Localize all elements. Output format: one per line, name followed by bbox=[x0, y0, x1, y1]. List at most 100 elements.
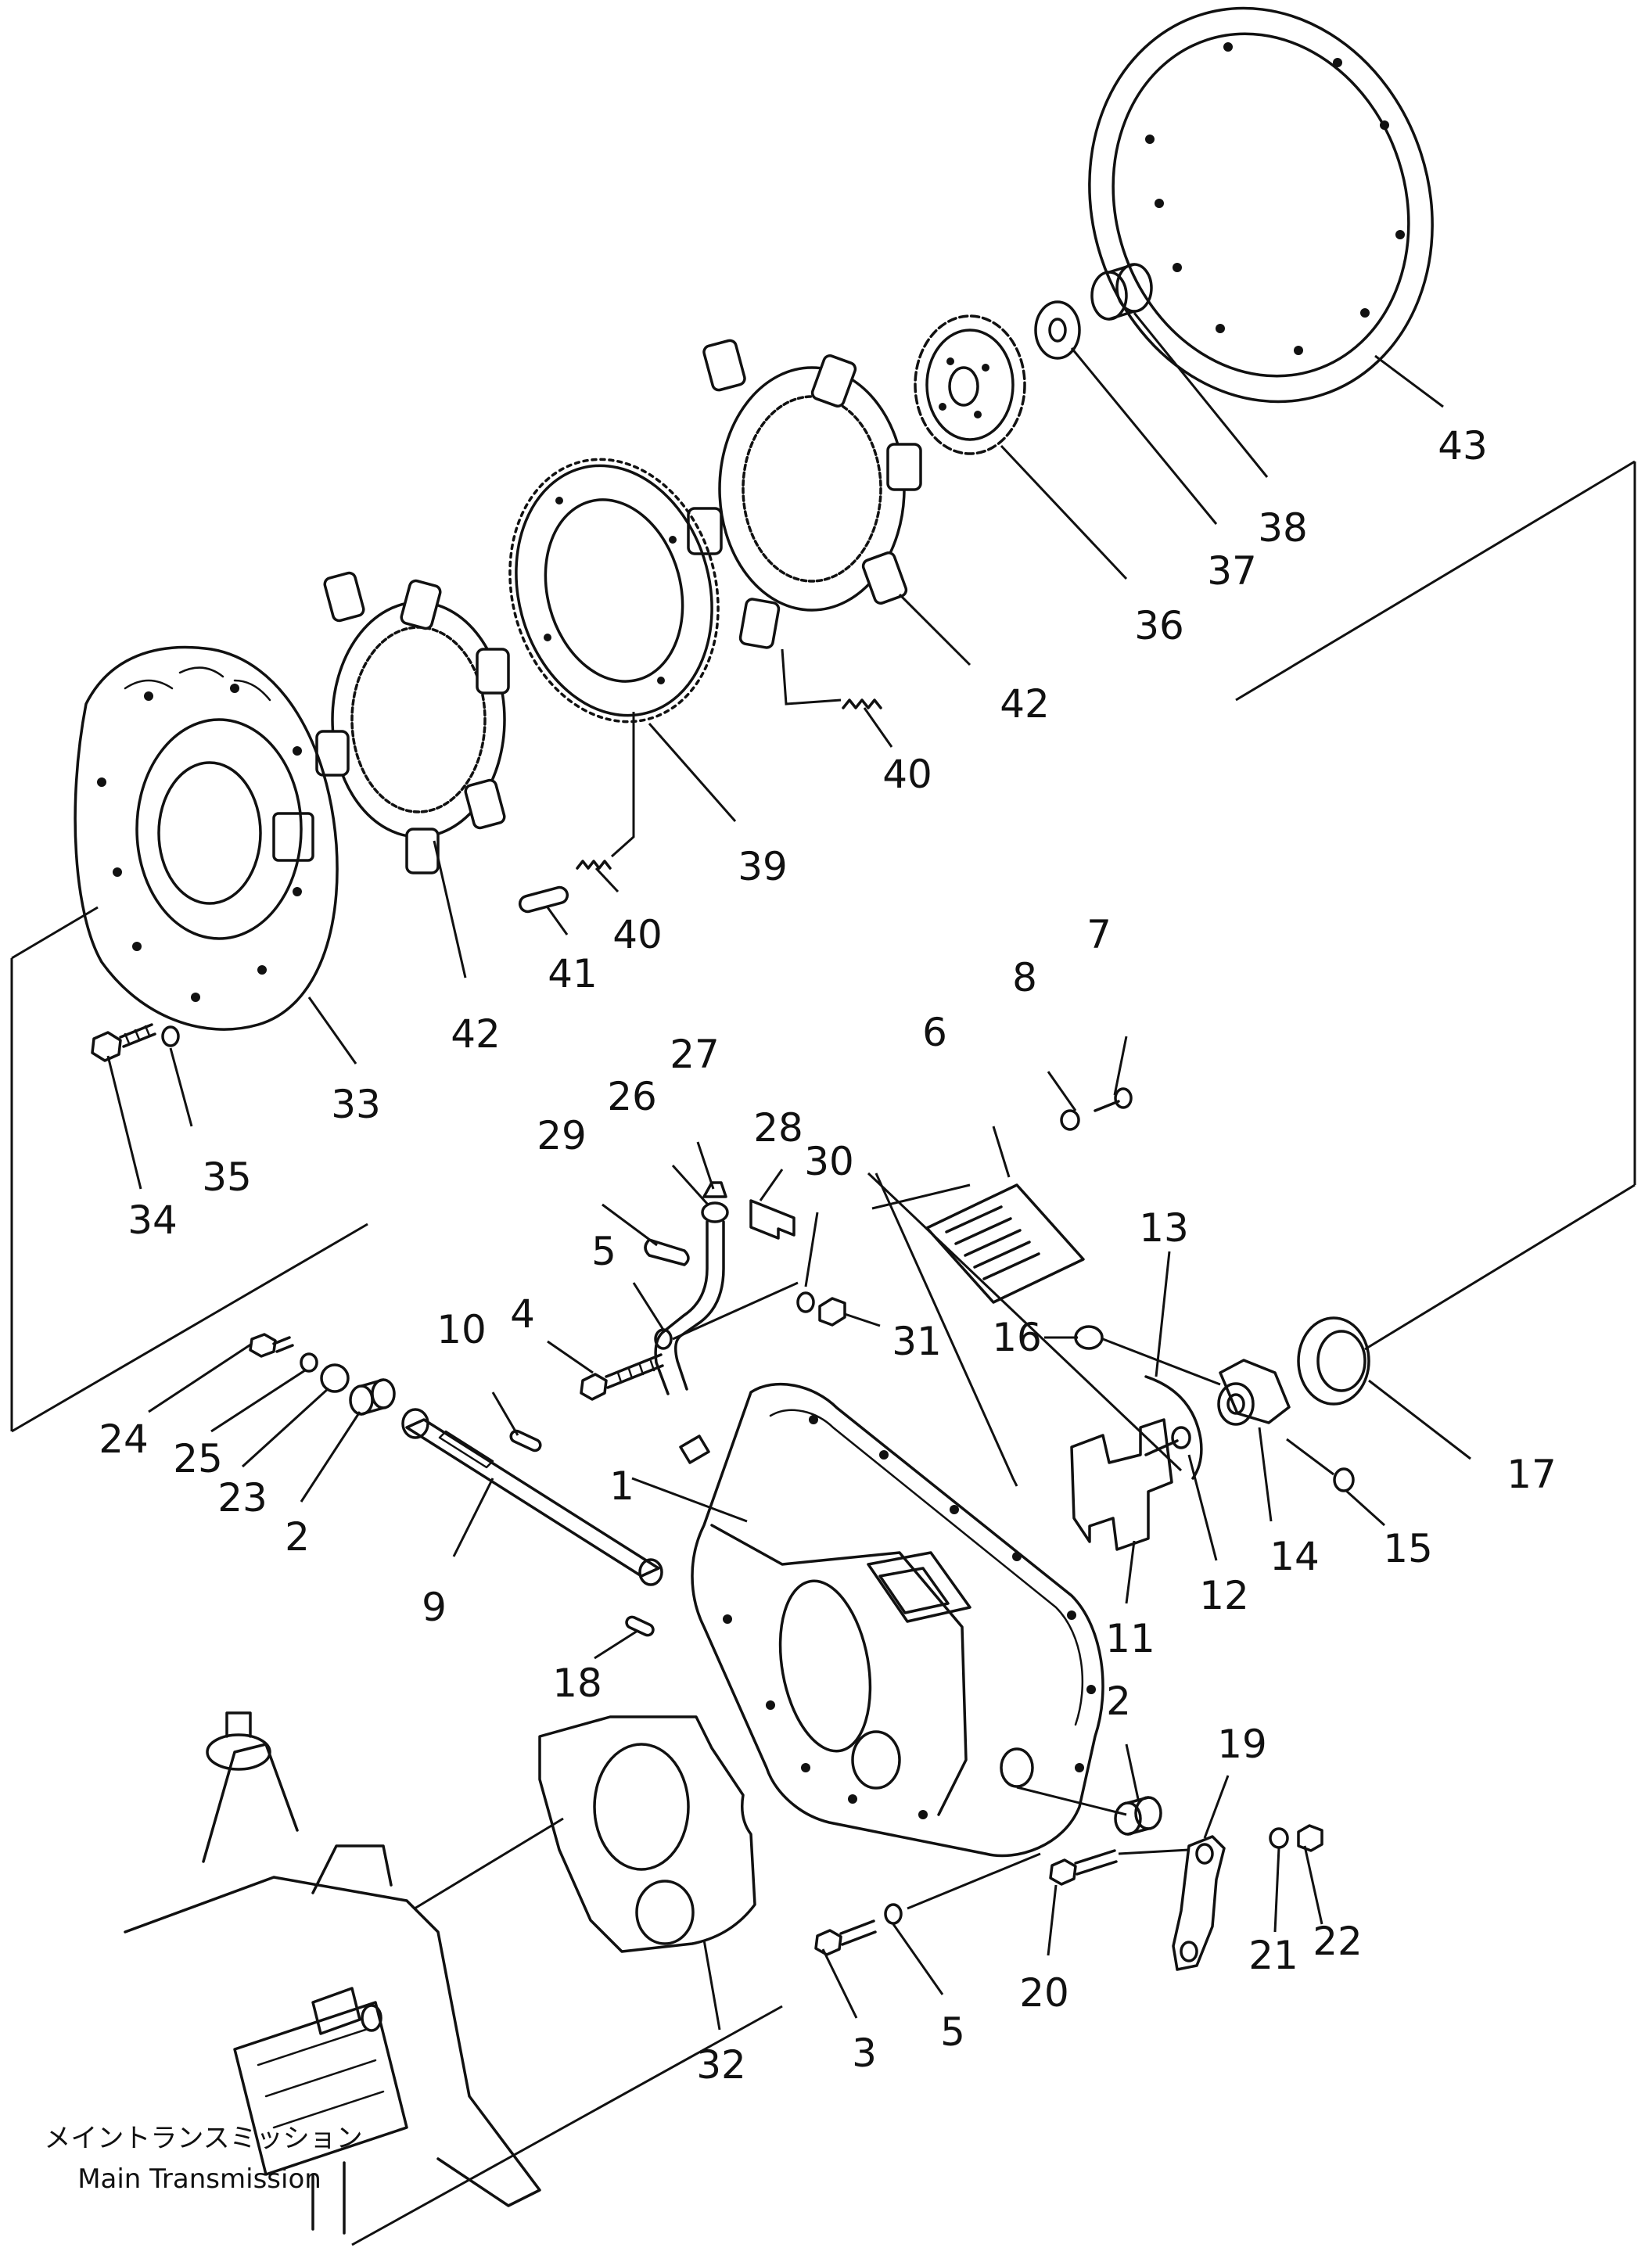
caption-english: Main Transmission bbox=[77, 2163, 321, 2195]
part-29-clip bbox=[644, 1238, 690, 1266]
part-40-spring-upper bbox=[842, 698, 882, 709]
part-11-release-fork bbox=[1070, 1418, 1173, 1551]
part-13-spring bbox=[1144, 1375, 1203, 1480]
label-14: 14 bbox=[1270, 1534, 1320, 1579]
label-22: 22 bbox=[1313, 1919, 1363, 1964]
part-41-pin bbox=[518, 885, 569, 914]
label-13: 13 bbox=[1139, 1205, 1189, 1251]
label-30: 30 bbox=[804, 1139, 854, 1184]
part-19-lever bbox=[1172, 1835, 1226, 1971]
part-5-washer-lower bbox=[884, 1903, 903, 1925]
part-39-toothed-plate bbox=[508, 458, 720, 724]
part-37-bearing bbox=[1034, 300, 1081, 360]
label-38: 38 bbox=[1258, 505, 1308, 551]
label-19: 19 bbox=[1217, 1722, 1267, 1767]
part-6-inspection-cover bbox=[925, 1183, 1085, 1304]
label-9: 9 bbox=[422, 1585, 447, 1630]
part-18-key bbox=[625, 1615, 655, 1637]
label-32: 32 bbox=[696, 2042, 746, 2088]
part-34-bolt bbox=[91, 1023, 156, 1062]
label-4: 4 bbox=[510, 1291, 535, 1337]
part-8-washer bbox=[1060, 1109, 1080, 1131]
part-35-washer bbox=[161, 1025, 180, 1047]
label-28: 28 bbox=[753, 1105, 803, 1151]
label-5-upper: 5 bbox=[591, 1229, 616, 1274]
label-2-upper: 2 bbox=[285, 1514, 310, 1560]
label-17: 17 bbox=[1507, 1452, 1557, 1497]
label-1: 1 bbox=[609, 1463, 634, 1509]
part-31-nut bbox=[818, 1297, 846, 1327]
part-21-washer bbox=[1269, 1827, 1289, 1849]
part-24-bolt bbox=[249, 1333, 294, 1358]
part-26-fitting bbox=[654, 1201, 729, 1464]
part-20-bolt bbox=[1049, 1849, 1118, 1886]
part-23-ring bbox=[320, 1363, 350, 1393]
main-transmission-caption: メイントランスミッション Main Transmission bbox=[44, 2123, 362, 2195]
label-27: 27 bbox=[670, 1032, 720, 1077]
label-40-lower: 40 bbox=[612, 912, 663, 957]
label-16: 16 bbox=[992, 1315, 1042, 1360]
caption-japanese: メイントランスミッション bbox=[44, 2123, 362, 2154]
label-31: 31 bbox=[892, 1319, 942, 1364]
label-24: 24 bbox=[99, 1417, 149, 1462]
label-41: 41 bbox=[548, 951, 598, 996]
part-36-gear bbox=[914, 314, 1026, 455]
part-12-bolt bbox=[1144, 1426, 1191, 1456]
part-42-friction-disc-lower bbox=[315, 571, 510, 874]
label-5-lower: 5 bbox=[940, 2009, 965, 2055]
part-30-washer bbox=[796, 1291, 815, 1313]
label-8: 8 bbox=[1012, 955, 1037, 1000]
label-35: 35 bbox=[202, 1154, 252, 1200]
label-21: 21 bbox=[1248, 1933, 1298, 1978]
part-16-clip bbox=[1074, 1325, 1104, 1350]
label-29: 29 bbox=[537, 1113, 587, 1158]
part-32-gasket bbox=[538, 1715, 756, 1953]
label-11: 11 bbox=[1105, 1616, 1155, 1661]
label-23: 23 bbox=[217, 1475, 268, 1521]
part-14-release-bearing bbox=[1217, 1359, 1291, 1426]
label-34: 34 bbox=[127, 1198, 178, 1243]
part-27-nipple bbox=[702, 1181, 727, 1198]
part-3-bolt bbox=[814, 1919, 877, 1956]
part-17-oil-seal bbox=[1297, 1316, 1370, 1406]
part-28-bracket bbox=[749, 1199, 795, 1240]
label-42-upper: 42 bbox=[1000, 681, 1050, 727]
label-6: 6 bbox=[922, 1010, 947, 1055]
label-39: 39 bbox=[738, 844, 788, 889]
label-25: 25 bbox=[173, 1436, 223, 1481]
part-2-bushing-lower bbox=[1114, 1796, 1162, 1836]
label-36: 36 bbox=[1134, 603, 1184, 648]
part-1-clutch-housing bbox=[691, 1382, 1104, 1858]
part-15-clip bbox=[1333, 1467, 1355, 1492]
label-40-upper: 40 bbox=[882, 752, 932, 797]
part-2-bushing-upper bbox=[349, 1378, 396, 1416]
leader-lines bbox=[10, 312, 1636, 2246]
label-33: 33 bbox=[331, 1082, 381, 1127]
label-20: 20 bbox=[1019, 1970, 1069, 2016]
label-2-lower: 2 bbox=[1106, 1679, 1131, 1724]
part-43-housing-ring bbox=[1088, 6, 1434, 404]
part-7-screw bbox=[1094, 1087, 1133, 1112]
part-10-key bbox=[509, 1429, 542, 1452]
label-37: 37 bbox=[1207, 548, 1257, 594]
label-43: 43 bbox=[1438, 423, 1488, 469]
part-9-shaft bbox=[401, 1408, 663, 1586]
part-4-bolt bbox=[580, 1353, 664, 1401]
part-33-clutch-cover bbox=[74, 645, 339, 1031]
label-12: 12 bbox=[1199, 1573, 1249, 1618]
main-transmission bbox=[124, 1711, 541, 2235]
label-15: 15 bbox=[1383, 1526, 1433, 1571]
part-38-bushing bbox=[1090, 263, 1153, 321]
label-7: 7 bbox=[1086, 912, 1112, 957]
part-42-friction-disc-upper bbox=[687, 339, 922, 649]
part-22-nut bbox=[1297, 1824, 1323, 1852]
label-10: 10 bbox=[436, 1307, 487, 1352]
label-18: 18 bbox=[552, 1661, 602, 1706]
label-3: 3 bbox=[852, 2031, 877, 2076]
part-25-washer bbox=[300, 1352, 318, 1373]
part-number-labels: 43 38 37 36 42 40 39 40 41 42 33 35 34 7… bbox=[99, 423, 1557, 2088]
part-40-spring-lower bbox=[576, 860, 612, 870]
label-42-lower: 42 bbox=[451, 1011, 501, 1057]
label-26: 26 bbox=[607, 1074, 657, 1119]
